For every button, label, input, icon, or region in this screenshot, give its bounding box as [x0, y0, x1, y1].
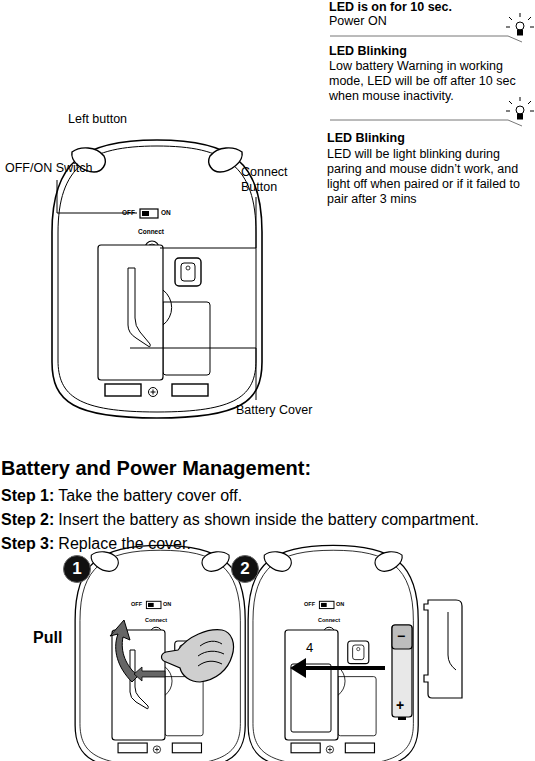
step-number: Step 2:Insert the battery as shown insid… — [1, 510, 479, 529]
switch-mark: ON — [163, 601, 171, 608]
led-note: LED will be light blinking during paring… — [327, 147, 534, 207]
page-heading: Battery and Power Management: — [1, 456, 311, 480]
step-text: Insert the battery as shown inside the b… — [58, 511, 479, 528]
switch-mark: OFF — [304, 601, 315, 608]
part-label: Battery Cover — [236, 403, 312, 418]
part-label: OFF/ON Switch — [5, 161, 93, 176]
part-label: Connect Button — [241, 165, 301, 195]
led-note: Low battery Warning in working mode, LED… — [329, 59, 534, 104]
step-badge: 1 — [63, 555, 91, 583]
led-heading: LED Blinking — [329, 44, 407, 59]
step-badge: 2 — [231, 555, 259, 583]
led-heading: LED Blinking — [327, 131, 405, 146]
switch-mark: ON — [336, 601, 344, 608]
button-mark: Connect — [145, 617, 167, 624]
switch-mark: OFF — [122, 209, 135, 217]
switch-mark: OFF — [131, 601, 142, 608]
step-text: Take the battery cover off. — [58, 487, 242, 504]
led-note: Power ON — [329, 14, 387, 29]
callout-number: 2 — [240, 559, 249, 579]
polarity-mark: − — [397, 628, 405, 645]
switch-mark: ON — [161, 209, 171, 217]
action-label: Pull — [33, 628, 62, 647]
step-number: Step 3:Replace the cover. — [1, 534, 191, 553]
polarity-mark: 4 — [306, 640, 313, 656]
callout-number: 1 — [72, 559, 81, 579]
step-number: Step 1:Take the battery cover off. — [1, 486, 242, 505]
step-text: Replace the cover. — [58, 535, 191, 552]
polarity-mark: + — [396, 697, 404, 714]
button-mark: Connect — [138, 228, 164, 236]
part-label: Left button — [68, 112, 127, 127]
led-heading: LED is on for 10 sec. — [329, 0, 452, 15]
button-mark: Connect — [318, 617, 340, 624]
